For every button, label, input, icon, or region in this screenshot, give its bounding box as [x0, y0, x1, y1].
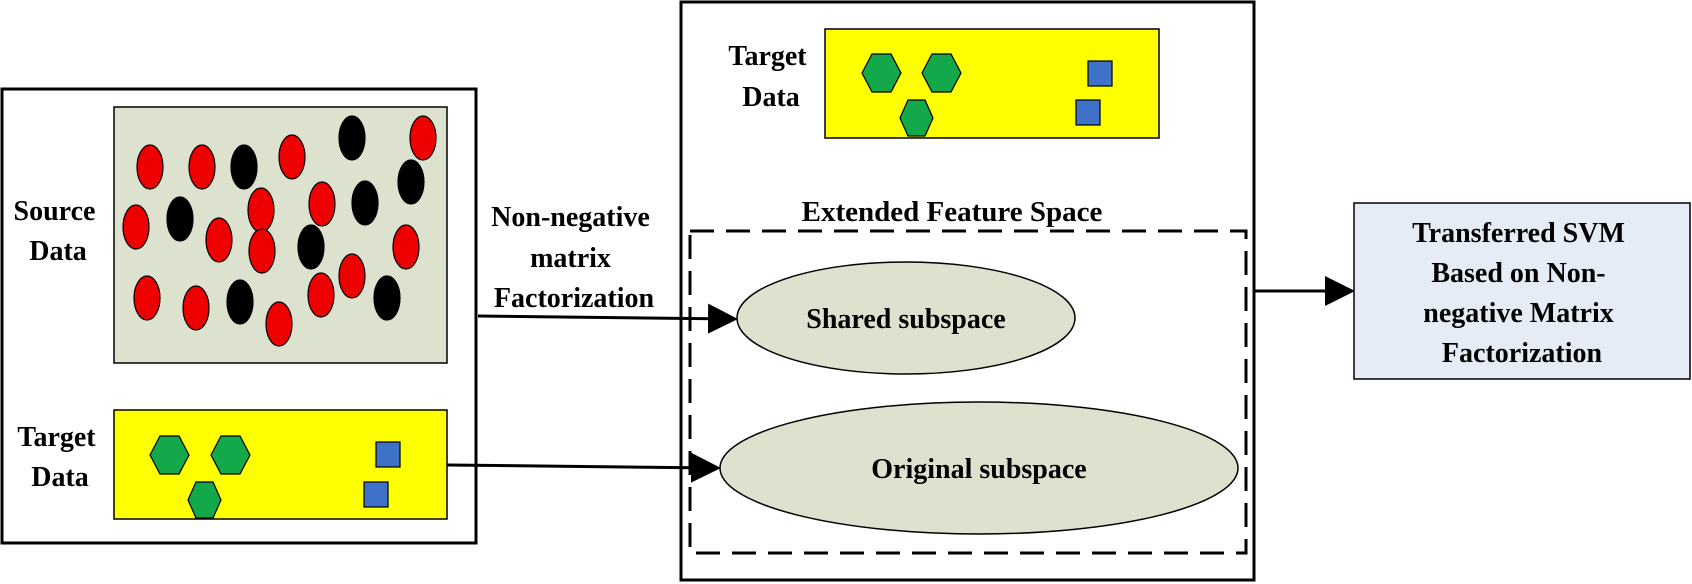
- left-target-hexagon: [187, 481, 222, 519]
- top-target-data-label: Target Data: [728, 41, 813, 113]
- original-subspace: Original subspace: [719, 401, 1239, 535]
- source-data-points: [122, 115, 437, 347]
- top-target-data-points: [861, 53, 1113, 137]
- source-label-line-2: Data: [29, 236, 87, 267]
- left-target-hexagon: [149, 435, 190, 475]
- source-black-ellipse: [397, 159, 425, 205]
- shared-subspace-ellipse: [736, 261, 1076, 375]
- left-target-label-line-1: Target: [17, 422, 96, 453]
- extended-feature-space-boundary: [688, 229, 1248, 555]
- source-red-ellipse: [136, 144, 164, 190]
- left-target-hexagon: [210, 435, 251, 475]
- extended-feature-space-label: Extended Feature Space: [802, 196, 1103, 228]
- arrow-to-original-subspace: [446, 452, 721, 483]
- nmf-label-line-1: Non-negative: [491, 202, 650, 233]
- original-subspace-ellipse: [719, 401, 1239, 535]
- source-data-label: Source Data: [14, 196, 103, 267]
- source-red-ellipse: [248, 228, 276, 274]
- source-black-ellipse: [230, 144, 258, 190]
- nmf-label: Non-negative matrix Factorization: [491, 202, 657, 314]
- left-target-label-line-2: Data: [31, 462, 89, 493]
- top-target-hexagon: [861, 53, 902, 93]
- source-black-ellipse: [297, 224, 325, 270]
- output-line-3: negative Matrix: [1423, 298, 1614, 329]
- source-black-ellipse: [166, 196, 194, 242]
- output-line-2: Based on Non-: [1431, 258, 1605, 289]
- source-red-ellipse: [182, 285, 210, 331]
- original-subspace-label: Original subspace: [871, 454, 1086, 485]
- output-line-4: Factorization: [1442, 338, 1603, 369]
- source-red-ellipse: [247, 187, 275, 233]
- source-red-ellipse: [205, 217, 233, 263]
- source-red-ellipse: [338, 253, 366, 299]
- top-target-square: [1087, 60, 1113, 87]
- output-line-1: Transferred SVM: [1412, 218, 1625, 249]
- source-red-ellipse: [307, 272, 335, 318]
- arrow-to-shared-subspace: [477, 303, 738, 334]
- source-black-ellipse: [226, 279, 254, 325]
- output-box-label: Transferred SVM Based on Non- negative M…: [1412, 218, 1632, 369]
- source-red-ellipse: [188, 144, 216, 190]
- top-target-square: [1075, 99, 1101, 126]
- source-black-ellipse: [338, 115, 366, 161]
- top-target-label-line-2: Data: [742, 82, 800, 113]
- nmf-label-line-3: Factorization: [494, 283, 655, 314]
- shared-subspace-label: Shared subspace: [806, 304, 1005, 335]
- nmf-label-line-2: matrix: [530, 243, 611, 274]
- left-target-square: [363, 481, 389, 508]
- shared-subspace: Shared subspace: [736, 261, 1076, 375]
- source-red-ellipse: [265, 301, 293, 347]
- source-red-ellipse: [278, 134, 306, 180]
- source-black-ellipse: [373, 275, 401, 321]
- top-target-label-line-1: Target: [728, 41, 807, 72]
- source-black-ellipse: [351, 180, 379, 226]
- source-red-ellipse: [308, 181, 336, 227]
- source-label-line-1: Source: [14, 196, 96, 227]
- source-red-ellipse: [122, 204, 150, 250]
- left-target-data-label: Target Data: [17, 422, 102, 493]
- left-target-data-points: [149, 435, 401, 519]
- top-target-hexagon: [921, 53, 962, 93]
- left-target-square: [375, 441, 401, 468]
- top-target-hexagon: [899, 99, 934, 137]
- output-box: [1353, 202, 1691, 380]
- source-red-ellipse: [133, 275, 161, 321]
- source-red-ellipse: [409, 115, 437, 161]
- source-red-ellipse: [392, 224, 420, 270]
